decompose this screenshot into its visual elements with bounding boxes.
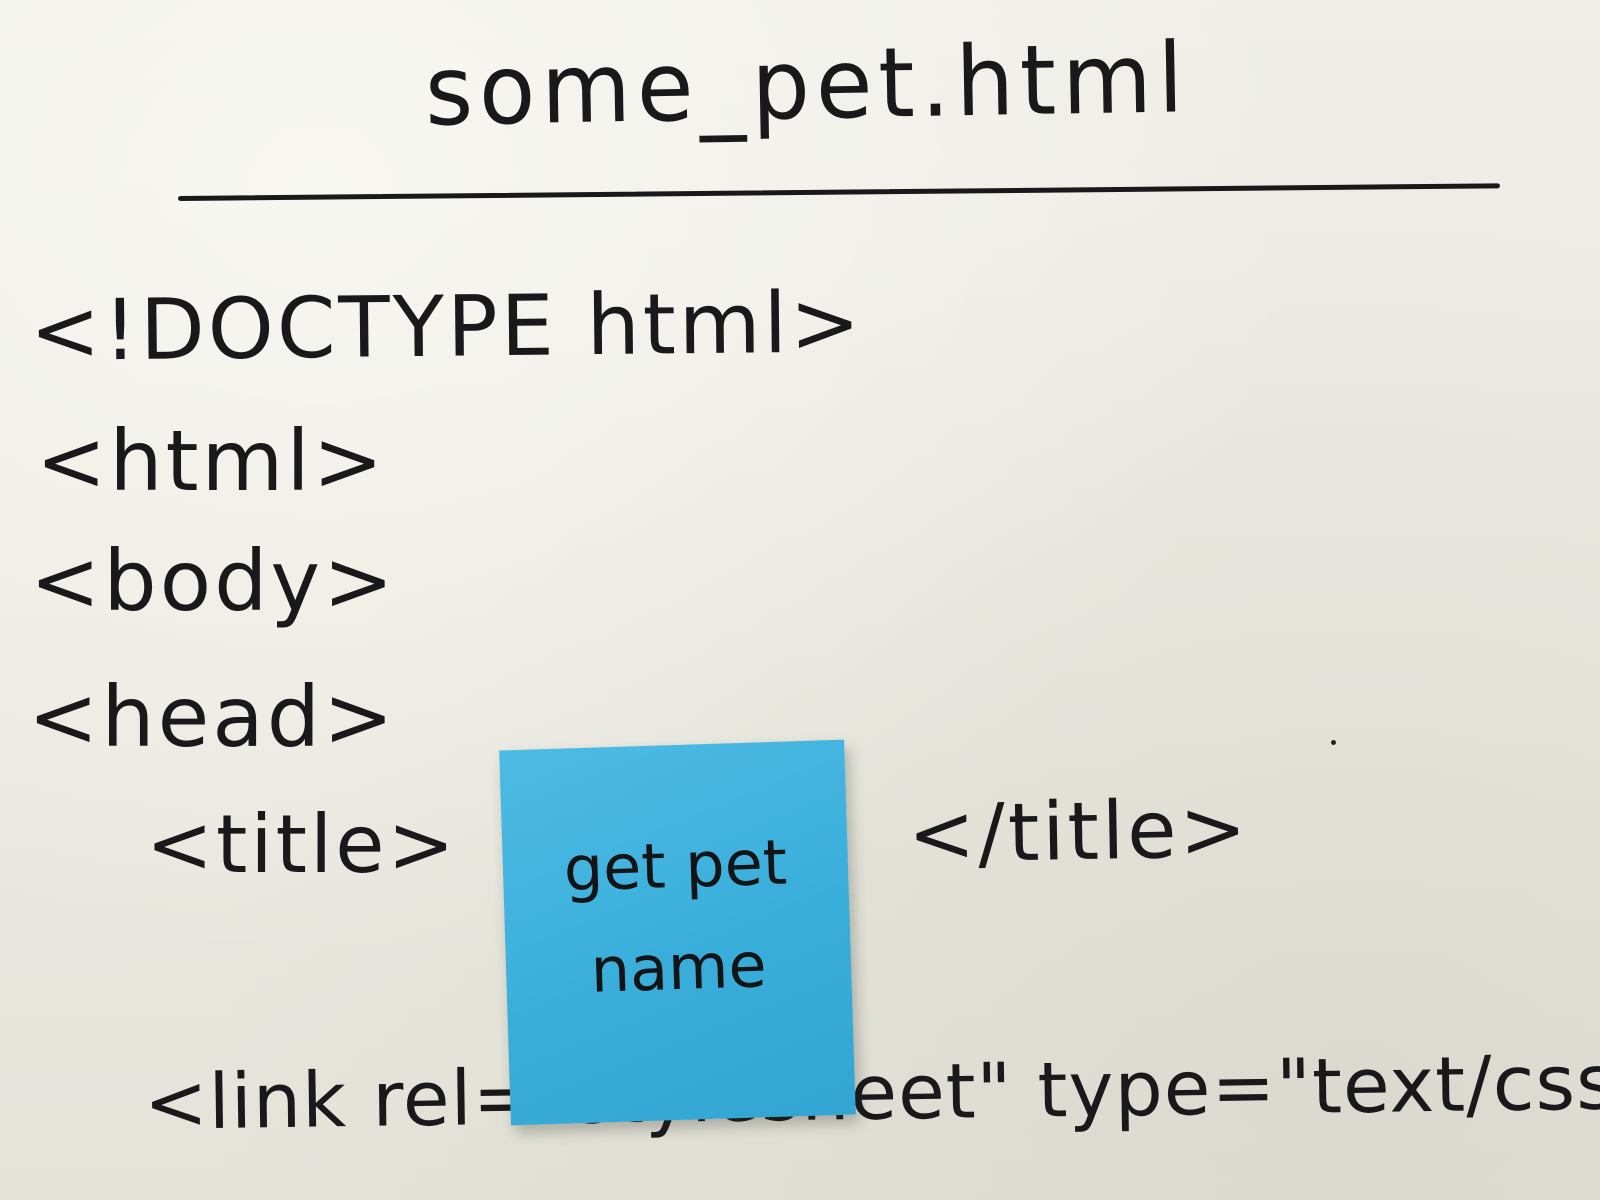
code-line-title-open: <title> xyxy=(146,798,458,891)
marker-dot xyxy=(1331,740,1336,745)
code-line-body-open: <body> xyxy=(30,532,397,630)
sticky-note: get pet name xyxy=(499,739,856,1126)
underline-rule xyxy=(177,183,1500,201)
code-line-head-open: <head> xyxy=(28,668,397,766)
code-line-html-open: <html> xyxy=(36,412,387,510)
code-line-title-close: </title> xyxy=(907,782,1251,881)
filename-heading: some_pet.html xyxy=(424,21,1191,148)
code-line-doctype: <!DOCTYPE html> xyxy=(29,273,864,380)
code-line-link-stylesheet: <link rel="stylesheet" type="text/css" h… xyxy=(143,1033,1600,1147)
sticky-note-text: get pet name xyxy=(562,825,789,1007)
